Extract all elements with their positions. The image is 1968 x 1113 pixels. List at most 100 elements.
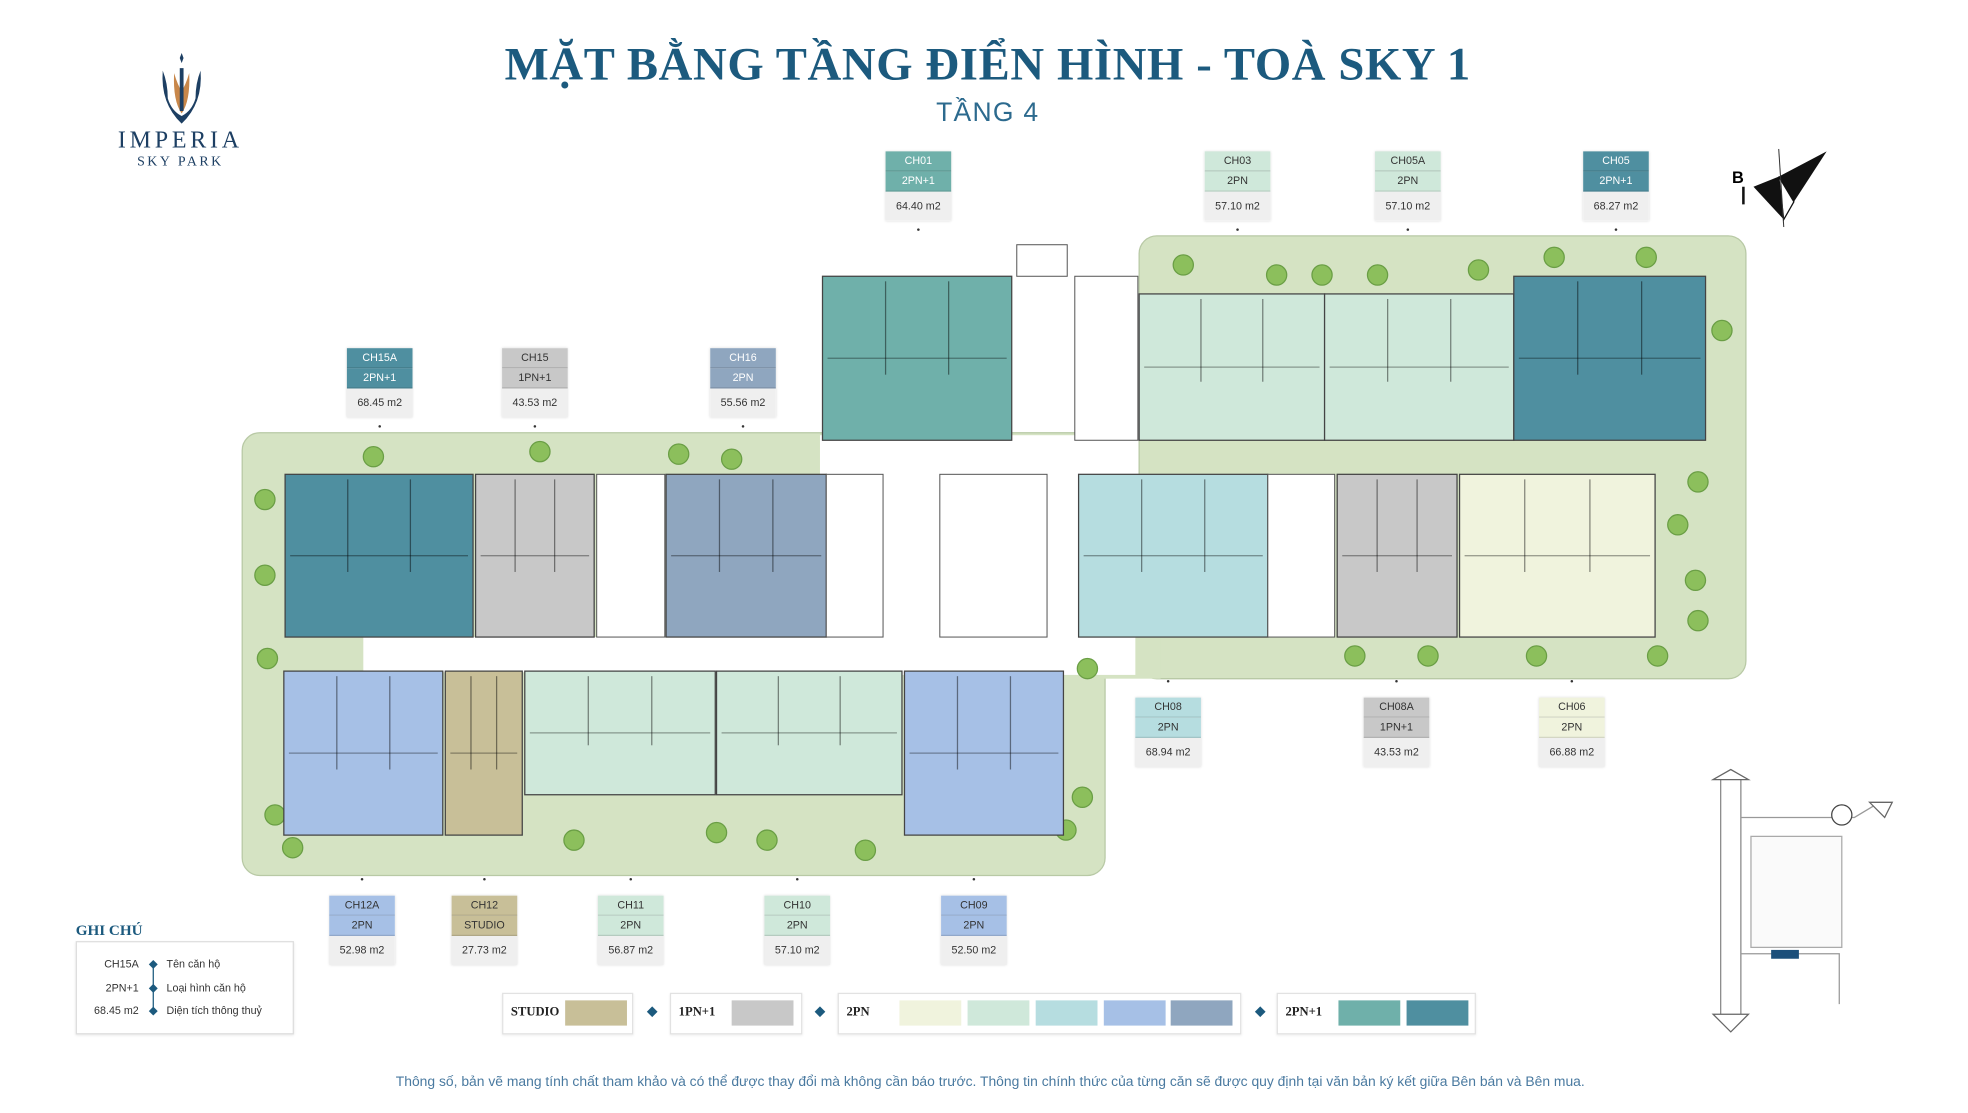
tree-icon [1467,259,1490,281]
unit-id: CH06 [1539,697,1605,718]
unit-area: 56.87 m2 [597,936,664,966]
unit-ch12a[interactable] [283,670,444,836]
compass-label: B [1732,167,1744,187]
tree-icon [1711,319,1733,342]
unit-ch16[interactable] [665,473,827,638]
vent-shaft [1016,244,1068,277]
unit-ch01[interactable] [821,275,1013,441]
tree-icon [563,829,585,851]
tree-icon [1071,786,1094,808]
unit-area: 68.27 m2 [1583,191,1649,221]
legend-2pn1: 2PN+1 [1276,992,1476,1035]
tree-icon [362,445,385,468]
unit-type: 2PN [1135,717,1201,738]
unit-ch15[interactable] [474,473,595,638]
legend-swatch [731,1000,794,1026]
unit-area: 68.94 m2 [1135,737,1201,767]
tree-icon [264,804,286,826]
unit-ch08[interactable] [1077,473,1269,638]
unit-ch06[interactable] [1458,473,1656,638]
note-key: 2PN+1 [105,981,139,995]
unit-id: CH12A [329,895,395,916]
disclaimer: Thông số, bản vẽ mang tính chất tham khả… [395,1074,1585,1090]
unit-area: 64.40 m2 [885,191,952,221]
unit-ch11[interactable] [524,670,716,796]
tree-icon [1684,569,1707,592]
tree-icon [529,440,551,463]
legend-swatch [1406,1000,1469,1026]
unit-ch05[interactable] [1513,275,1707,441]
unit-ch05a[interactable] [1323,293,1515,441]
unit-ch15a[interactable] [284,473,474,638]
tree-icon [254,564,276,586]
unit-type: 2PN [1375,171,1441,192]
unit-ch10[interactable] [715,670,903,796]
unit-id: CH01 [885,151,952,172]
unit-type: 2PN [1204,171,1271,192]
logo-tagline: SKY PARK [137,153,224,170]
unit-type: 2PN [941,915,1007,937]
unit-area: 57.10 m2 [1375,191,1441,221]
legend-1pn1: 1PN+1 [669,992,803,1035]
tree-icon [1543,246,1565,269]
page-title: MẶT BẰNG TẦNG ĐIỂN HÌNH - TOÀ SKY 1 [504,39,1471,91]
legend-studio: STUDIO [502,992,634,1035]
tree-icon [705,821,728,844]
tree-icon [281,837,304,859]
tree-icon [1076,657,1099,680]
unit-ch12[interactable] [444,670,523,836]
legend-2pn: 2PN [837,992,1242,1035]
tree-icon [1687,471,1709,493]
legend-swatch [1170,1000,1233,1026]
unit-type: 2PN [710,368,776,389]
unit-ch09[interactable] [903,670,1065,836]
unit-type: 2PN [329,915,395,937]
unit-id: CH05 [1583,151,1649,172]
stair-east [1267,473,1336,638]
unit-type: 1PN+1 [1363,717,1430,738]
unit-area: 55.56 m2 [710,388,776,418]
unit-id: CH05A [1375,151,1441,172]
unit-id: CH03 [1204,151,1271,172]
floor-subtitle: TẦNG 4 [936,98,1040,128]
tree-icon [1366,264,1389,286]
tree-icon [1635,246,1657,269]
unit-id: CH16 [710,348,776,369]
unit-id: CH11 [597,895,664,916]
note-value: Loại hình căn hộ [166,981,246,995]
elevator-core-west [825,473,884,638]
unit-type: 1PN+1 [502,368,568,389]
note-key: 68.45 m2 [94,1004,139,1017]
logo-name: IMPERIA [117,127,243,154]
legend-swatch [565,1000,627,1026]
tree-icon [1265,264,1288,286]
tree-icon [254,488,276,511]
unit-ch08a[interactable] [1336,473,1458,638]
legend-swatch [1103,1000,1166,1026]
compass-icon [1742,148,1827,228]
tree-icon [854,839,877,861]
unit-type: 2PN [597,915,664,937]
legend-swatch [967,1000,1030,1026]
unit-id: CH10 [764,895,831,916]
unit-type: 2PN [1539,717,1605,738]
unit-area: 52.50 m2 [941,936,1007,966]
unit-area: 43.53 m2 [1363,737,1430,767]
